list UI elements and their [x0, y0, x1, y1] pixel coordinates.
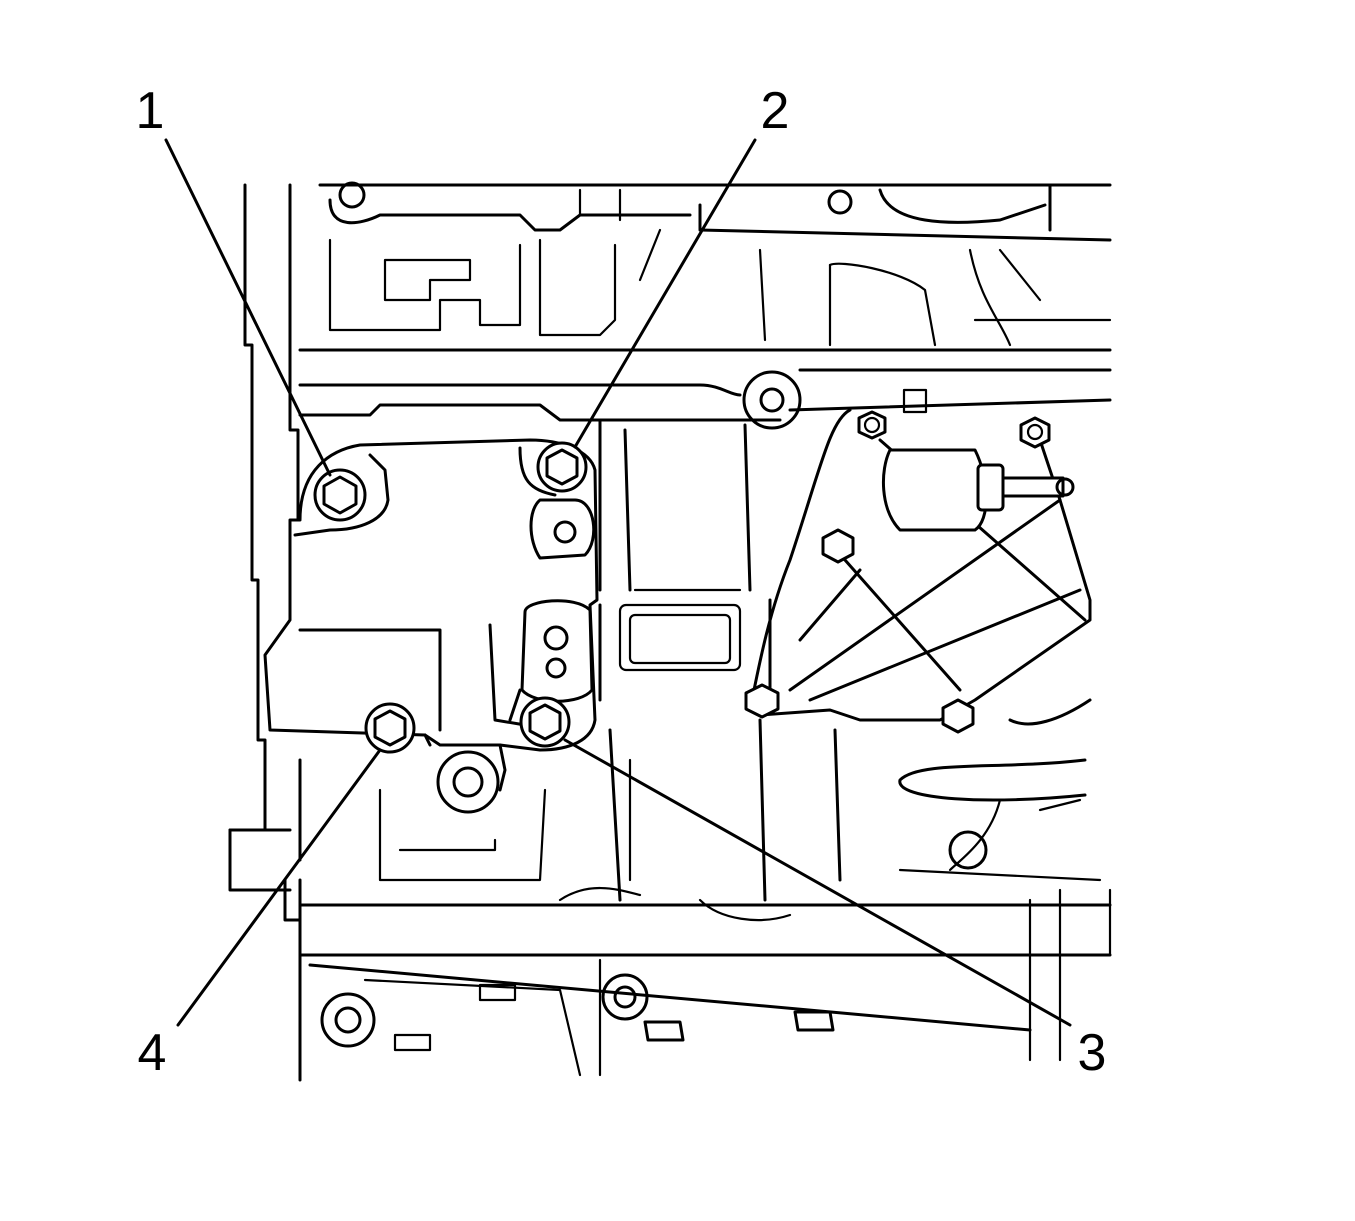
accessory-bracket — [744, 408, 1092, 734]
callout-label-2: 2 — [761, 82, 790, 140]
leader-line-2 — [573, 138, 757, 449]
callout-label-3: 3 — [1078, 1024, 1107, 1082]
leader-line-3 — [563, 738, 1072, 1027]
bolt-4 — [364, 702, 416, 754]
bolt-2 — [536, 441, 588, 493]
bolt-1 — [313, 468, 367, 522]
leader-line-4 — [176, 748, 382, 1027]
leader-line-1 — [164, 138, 332, 477]
callout-label-4: 4 — [138, 1024, 167, 1082]
callout-label-1: 1 — [136, 82, 165, 140]
engine-block — [228, 181, 1112, 1082]
bolt-3 — [519, 696, 571, 748]
